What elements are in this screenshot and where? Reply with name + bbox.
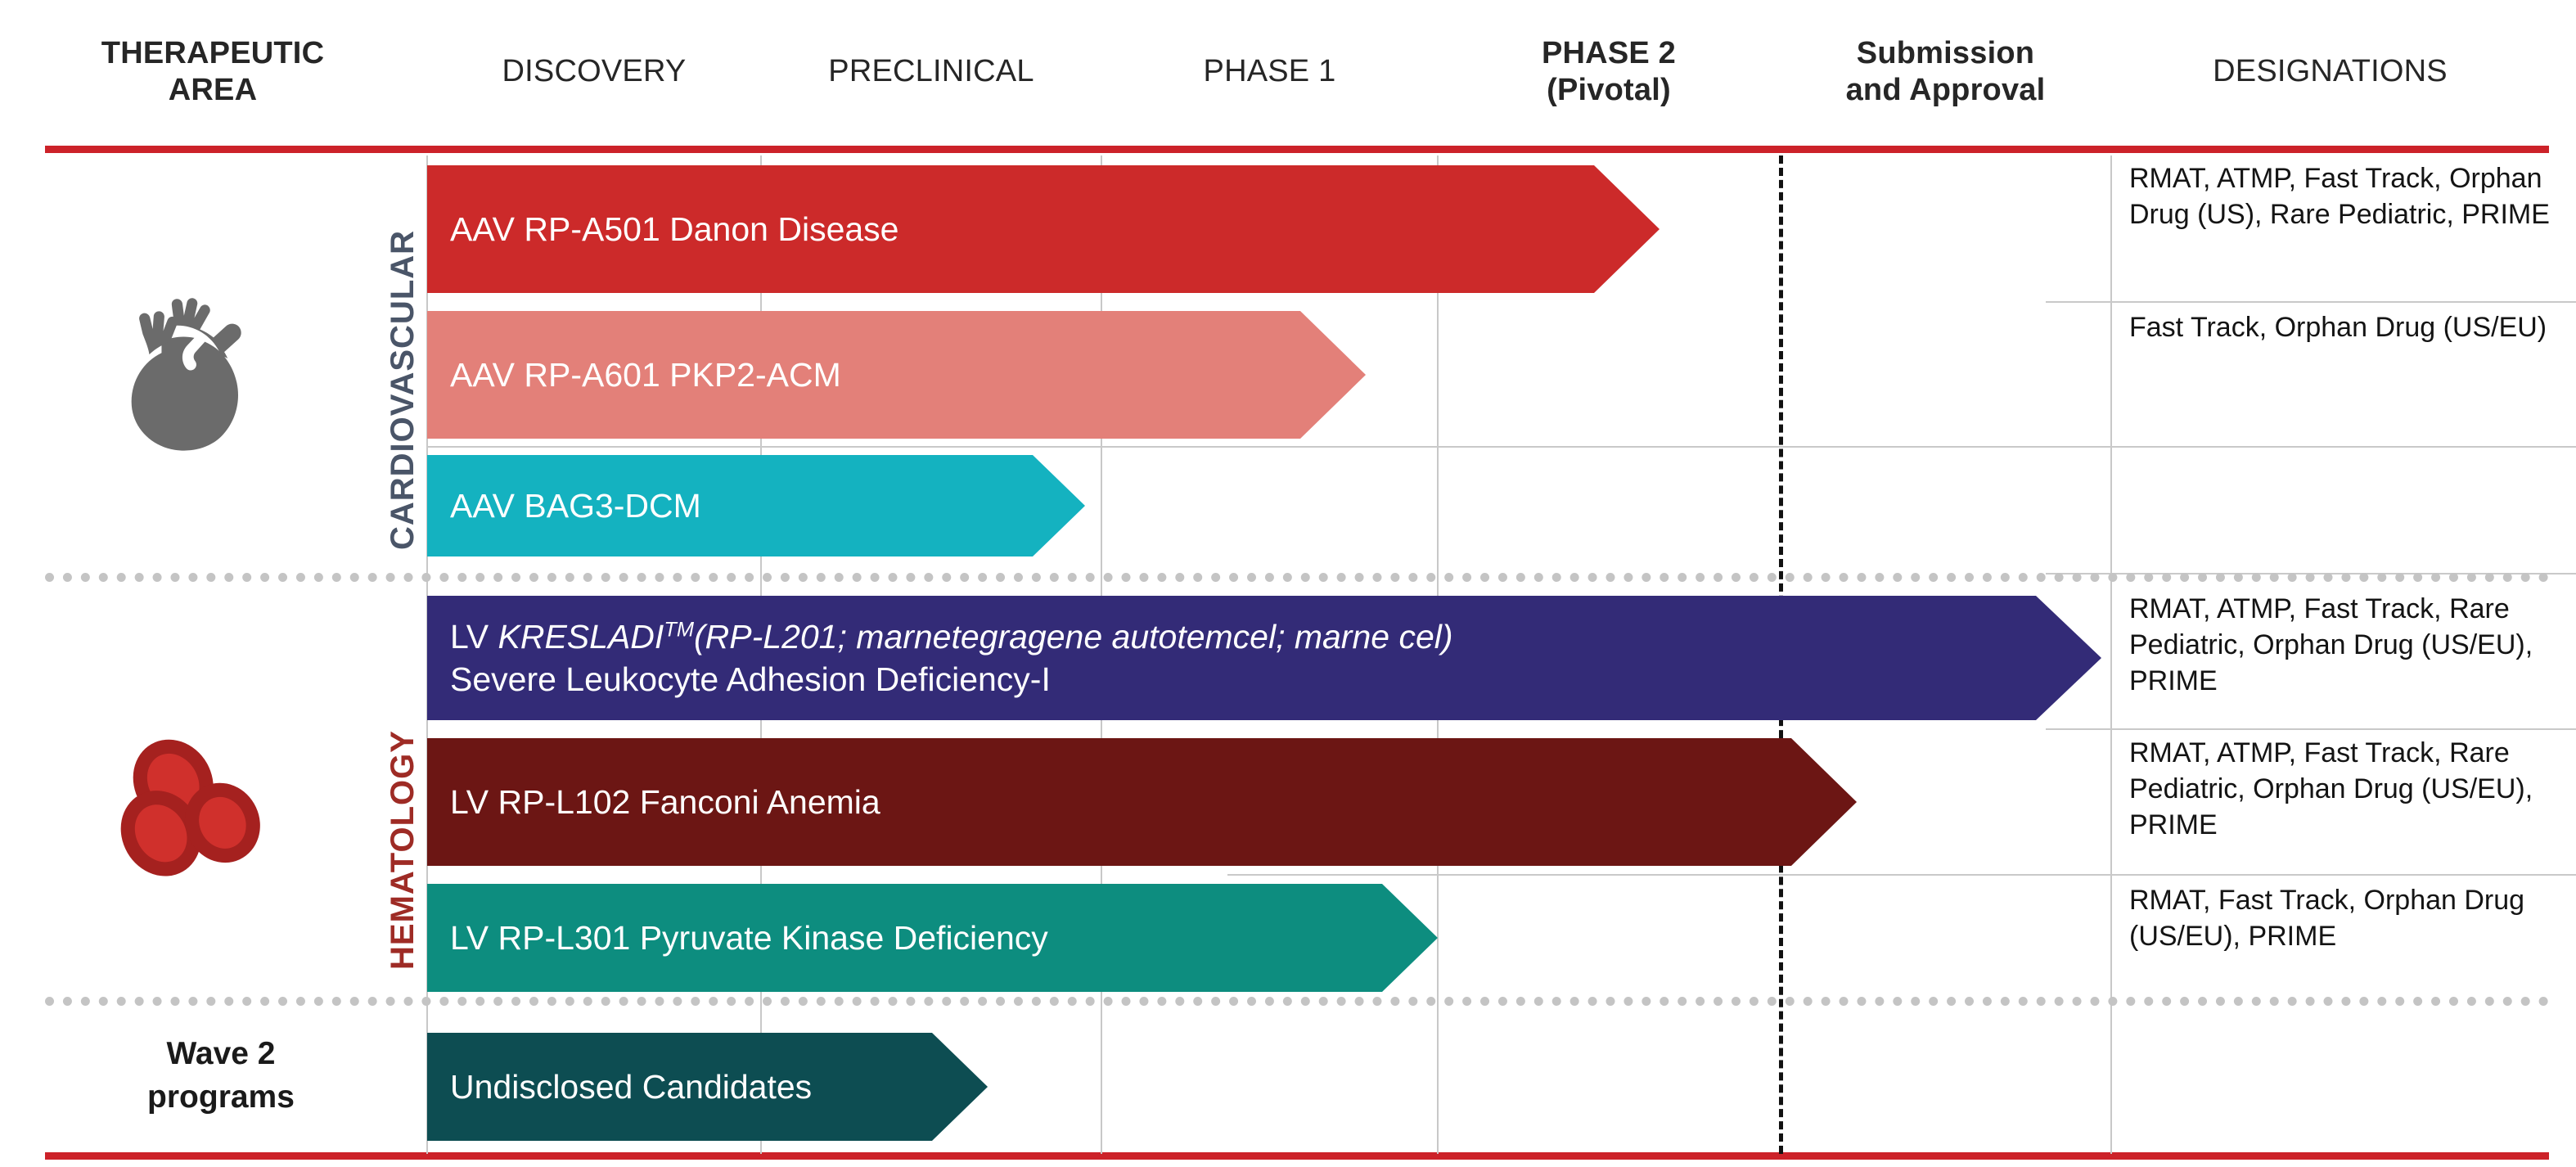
header-discovery: DISCOVERY [427, 0, 761, 143]
pipeline-bar-pyruvate-kinase-deficiency-label: LV RP-L301 Pyruvate Kinase Deficiency [450, 918, 1048, 957]
area-label-wave2-line1: Wave 2 [166, 1036, 276, 1071]
section-divider-cardiovascular-hematology [45, 573, 2549, 582]
header-therapeutic-area-line2: AREA [168, 72, 258, 107]
area-label-wave2-line2: programs [147, 1079, 295, 1115]
designations-kresladi: RMAT, ATMP, Fast Track, Rare Pediatric, … [2129, 593, 2533, 697]
header-phase-2-line2: (Pivotal) [1547, 72, 1671, 107]
header-phase-1: PHASE 1 [1101, 0, 1438, 143]
header-submission-line1: Submission [1856, 35, 2035, 70]
pipeline-bar-kresladi-label: LV KRESLADITM(RP-L201; marnetegragene au… [427, 615, 1453, 701]
kresladi-tm: TM [664, 617, 694, 641]
pipeline-bar-danon-label: AAV RP-A501 Danon Disease [450, 210, 899, 248]
area-label-cardiovascular: CARDIOVASCULAR [385, 229, 421, 550]
designations-danon: RMAT, ATMP, Fast Track, Orphan Drug (US)… [2129, 163, 2550, 231]
pipeline-bar-bag3-dcm-label: AAV BAG3-DCM [450, 486, 701, 525]
gridline-designations-left [2110, 155, 2112, 1154]
header-submission-approval: Submission and Approval [1780, 0, 2111, 143]
header-preclinical: PRECLINICAL [761, 0, 1101, 143]
pipeline-bar-undisclosed-candidates-label: Undisclosed Candidates [450, 1067, 813, 1106]
header-phase-2-line1: PHASE 2 [1541, 35, 1676, 70]
rowline-danon-bottom [2046, 301, 2576, 303]
rowline-fanconi-bottom [1227, 874, 2576, 876]
header-designations: DESIGNATIONS [2111, 0, 2549, 143]
kresladi-generic: (RP-L201; marnetegragene autotemcel; mar… [694, 617, 1453, 656]
header-designations-label: DESIGNATIONS [2213, 54, 2448, 89]
section-divider-hematology-wave2 [45, 997, 2549, 1006]
area-label-hematology: HEMATOLOGY [385, 730, 421, 970]
pipeline-bar-kresladi[interactable]: LV KRESLADITM(RP-L201; marnetegragene au… [427, 596, 2101, 720]
header-therapeutic-area-line1: THERAPEUTIC [101, 35, 325, 70]
footer-red-rule [45, 1152, 2549, 1160]
pipeline-bar-danon[interactable]: AAV RP-A501 Danon Disease [427, 165, 1660, 293]
pipeline-bar-pkp2-acm[interactable]: AAV RP-A601 PKP2-ACM [427, 311, 1366, 439]
rowline-pkp2-bottom [426, 446, 2576, 448]
kresladi-indication: Severe Leukocyte Adhesion Deficiency-I [450, 660, 1051, 698]
designations-pkp2-acm: Fast Track, Orphan Drug (US/EU) [2129, 312, 2547, 343]
header-phase-1-label: PHASE 1 [1203, 54, 1336, 89]
rowline-kresladi-bottom [2046, 728, 2576, 730]
pipeline-bar-fanconi-anemia-label: LV RP-L102 Fanconi Anemia [450, 782, 880, 821]
header-phase-2: PHASE 2 (Pivotal) [1438, 0, 1780, 143]
header-preclinical-label: PRECLINICAL [828, 54, 1034, 89]
header-red-rule [45, 146, 2549, 153]
header-submission-line2: and Approval [1845, 72, 2046, 107]
pipeline-bar-bag3-dcm[interactable]: AAV BAG3-DCM [427, 455, 1085, 556]
designations-pyruvate-kinase-deficiency: RMAT, Fast Track, Orphan Drug (US/EU), P… [2129, 885, 2525, 953]
pipeline-bar-fanconi-anemia[interactable]: LV RP-L102 Fanconi Anemia [427, 738, 1857, 866]
kresladi-brand: KRESLADI [498, 617, 664, 656]
area-label-wave2: Wave 2 programs [33, 1033, 409, 1119]
blood-cells-icon [106, 724, 282, 900]
designations-fanconi-anemia: RMAT, ATMP, Fast Track, Rare Pediatric, … [2129, 737, 2533, 841]
header-therapeutic-area: THERAPEUTIC AREA [0, 0, 426, 143]
pipeline-bar-pyruvate-kinase-deficiency[interactable]: LV RP-L301 Pyruvate Kinase Deficiency [427, 884, 1438, 992]
pipeline-bar-pkp2-acm-label: AAV RP-A601 PKP2-ACM [450, 355, 841, 394]
kresladi-prefix: LV [450, 617, 498, 656]
heart-icon [102, 282, 290, 471]
header-discovery-label: DISCOVERY [502, 54, 687, 89]
pipeline-bar-undisclosed-candidates[interactable]: Undisclosed Candidates [427, 1033, 988, 1141]
